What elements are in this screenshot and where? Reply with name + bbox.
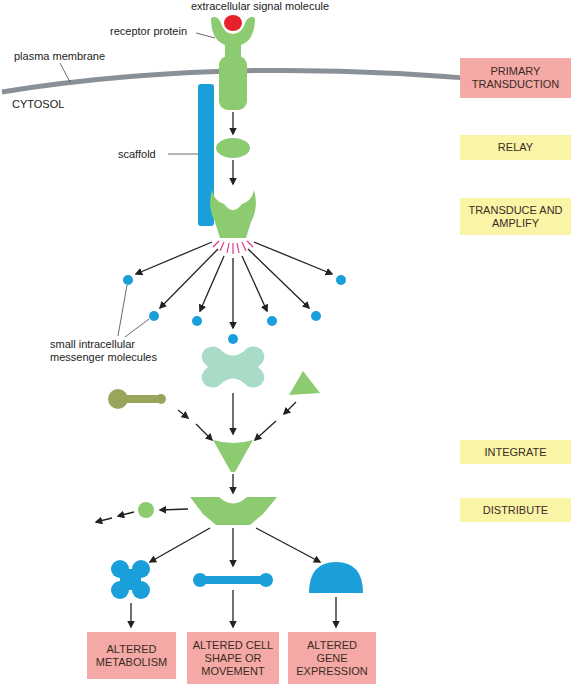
box-text: RELAY (498, 141, 533, 154)
stage-box: INTEGRATE (460, 440, 571, 464)
annotation-label: scaffold (118, 148, 168, 161)
box-text: ALTERED CELL SHAPE OR MOVEMENT (191, 639, 275, 678)
annotation-label: plasma membrane (14, 50, 124, 63)
annotation-label: extracellular signal molecule (160, 0, 360, 13)
receptor-protein (219, 56, 247, 110)
integrator-protein (213, 440, 253, 472)
arrow (96, 518, 112, 522)
target-protein (289, 371, 320, 395)
annotation-label: receptor protein (110, 25, 200, 38)
amplifier-protein (210, 190, 256, 238)
stage-box: RELAY (460, 135, 571, 160)
arrow (232, 112, 233, 134)
stage-box: DISTRIBUTE (460, 498, 571, 522)
outcome-box: ALTERED GENE EXPRESSION (288, 632, 376, 684)
stage-box: TRANSDUCE AND AMPLIFY (460, 198, 571, 235)
annotation-label: small intracellular messenger molecules (50, 338, 180, 364)
released-protein (138, 502, 154, 518)
leader-line (118, 285, 127, 336)
leader-line (125, 319, 149, 337)
distributor-protein (190, 497, 277, 525)
effector-protein (111, 560, 150, 599)
leader-line (60, 63, 70, 82)
stage-box: PRIMARY TRANSDUCTION (460, 58, 571, 98)
arrow (232, 474, 233, 493)
outcome-box: ALTERED CELL SHAPE OR MOVEMENT (187, 632, 279, 684)
box-text: TRANSDUCE AND AMPLIFY (464, 204, 567, 230)
effector-protein (309, 562, 363, 593)
box-text: ALTERED GENE EXPRESSION (292, 639, 372, 678)
arrow-group (178, 393, 296, 440)
box-text: DISTRIBUTE (483, 504, 548, 517)
arrow (160, 509, 188, 510)
arrow (118, 512, 134, 516)
arrow-group (150, 528, 320, 566)
box-text: INTEGRATE (484, 446, 546, 459)
relay-protein (216, 138, 250, 158)
effector-protein (193, 573, 273, 587)
annotation-label: CYTOSOL (12, 98, 92, 111)
arrow-group (131, 590, 336, 627)
arrow (232, 160, 233, 184)
messenger-molecules (123, 275, 346, 344)
arrow-group (136, 242, 332, 328)
box-text: PRIMARY TRANSDUCTION (464, 65, 567, 91)
leader-line (168, 154, 199, 155)
box-text: ALTERED METABOLISM (91, 643, 172, 669)
outcome-box: ALTERED METABOLISM (87, 632, 176, 679)
target-protein (124, 395, 160, 403)
signal-molecule (224, 15, 242, 31)
target-protein (202, 346, 265, 387)
leader-line (196, 33, 215, 38)
activation-rays (213, 241, 253, 254)
target-protein (156, 394, 166, 404)
